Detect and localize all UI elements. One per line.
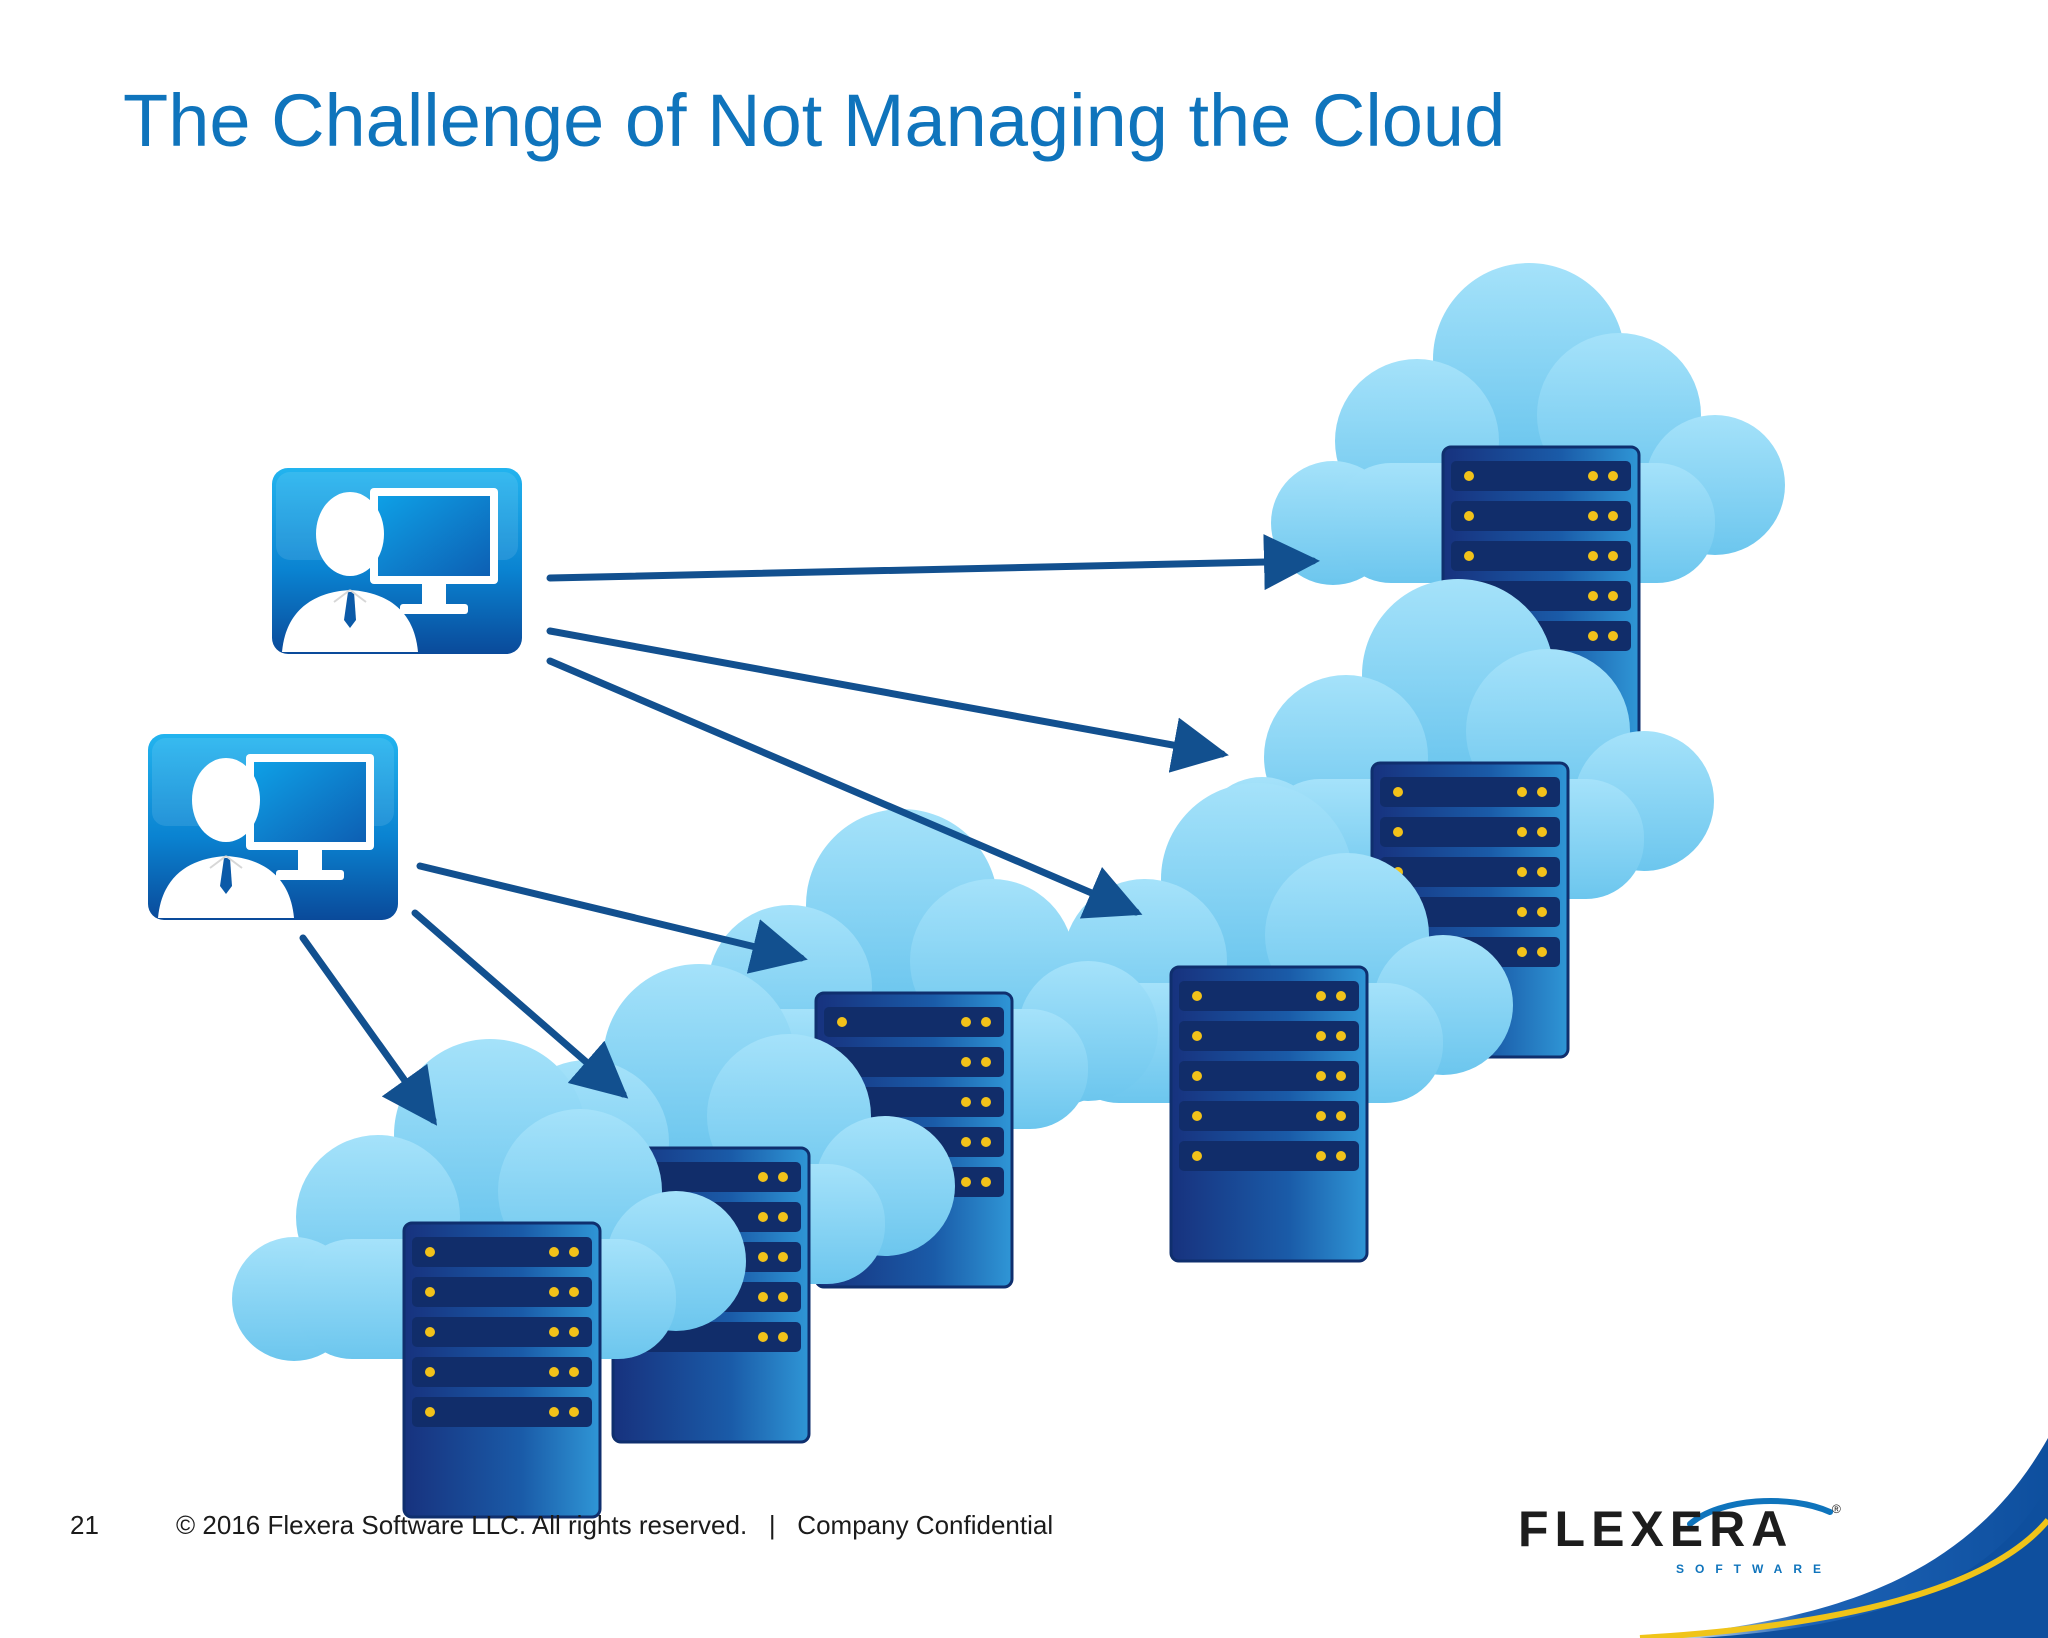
connection-arrow [411, 909, 629, 1099]
logo-wordmark: FLEXERA [1518, 1501, 1794, 1557]
logo-arc-icon [1687, 1497, 1833, 1527]
user-workstation-icon [147, 733, 399, 921]
user-workstation-icon [271, 467, 523, 655]
flexera-logo: FLEXERA ® SOFTWARE [1510, 1490, 1841, 1585]
logo-registered-mark: ® [1832, 1502, 1841, 1516]
footer-copyright: © 2016 Flexera Software LLC. All rights … [176, 1510, 1054, 1540]
logo-subtext: SOFTWARE [1676, 1562, 1832, 1576]
page-number: 21 [70, 1510, 99, 1540]
corner-swoosh [1639, 1438, 2048, 1638]
connection-arrow [299, 934, 438, 1126]
slide-title: The Challenge of Not Managing the Cloud [123, 79, 1506, 162]
connection-arrow [546, 627, 1229, 773]
footer: 21 © 2016 Flexera Software LLC. All righ… [0, 1510, 1300, 1550]
connection-arrow [416, 862, 808, 974]
connection-arrow [546, 534, 1320, 591]
connection-arrow [546, 657, 1143, 919]
